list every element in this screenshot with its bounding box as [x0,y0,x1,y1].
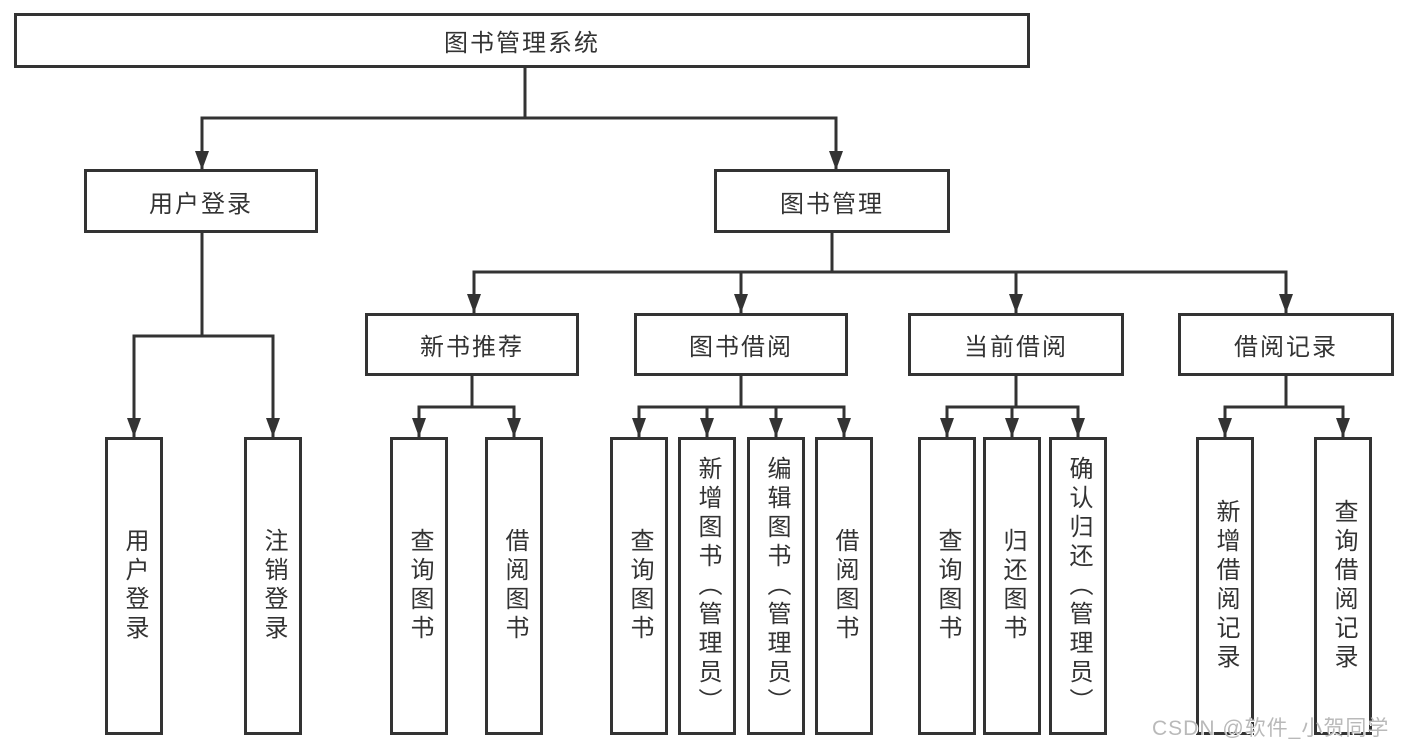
node-leaf-bb-borrow-books: 借阅图书 [815,437,873,735]
arrowhead [1279,294,1293,313]
node-leaf-user-login: 用户登录 [105,437,163,735]
arrowhead [266,418,280,437]
node-new-book-recommend: 新书推荐 [365,313,579,376]
arrowhead [940,418,954,437]
node-leaf-nbr-query-books: 查询图书 [390,437,448,735]
node-user-login: 用户登录 [84,169,318,233]
node-current-borrowing: 当前借阅 [908,313,1124,376]
connector-path [637,376,846,437]
node-leaf-nbr-borrow-books: 借阅图书 [485,437,543,735]
node-borrowing-records: 借阅记录 [1178,313,1394,376]
watermark: CSDN @软件_小贺同学 [1152,717,1390,740]
arrowhead [632,418,646,437]
node-leaf-bb-add-books: 新增图书（管理员） [678,437,736,735]
arrowhead [1005,418,1019,437]
node-book-borrowing: 图书借阅 [634,313,848,376]
arrowhead [127,418,141,437]
node-leaf-br-add-record: 新增借阅记录 [1196,437,1254,735]
connector-path [417,376,516,437]
connector-path [200,66,838,169]
arrowhead [1009,294,1023,313]
arrowhead [1218,418,1232,437]
arrowhead [700,418,714,437]
node-leaf-cb-confirm-return: 确认归还（管理员） [1049,437,1107,735]
arrowhead [1336,418,1350,437]
connector-path [132,233,275,437]
arrowhead [467,294,481,313]
connector-path [1223,376,1345,437]
node-book-management: 图书管理 [714,169,950,233]
node-leaf-cb-query-books: 查询图书 [918,437,976,735]
node-leaf-br-query-record: 查询借阅记录 [1314,437,1372,735]
node-root: 图书管理系统 [14,13,1030,68]
arrowhead [412,418,426,437]
node-leaf-bb-query-books: 查询图书 [610,437,668,735]
arrowhead [837,418,851,437]
arrowhead [195,151,209,170]
node-leaf-bb-edit-books: 编辑图书（管理员） [747,437,805,735]
arrowhead [769,418,783,437]
arrowhead [734,294,748,313]
arrowhead [507,418,521,437]
arrowhead [829,151,843,170]
node-leaf-cb-return-books: 归还图书 [983,437,1041,735]
connector-path [472,233,1288,313]
node-leaf-logout: 注销登录 [244,437,302,735]
arrowhead [1071,418,1085,437]
